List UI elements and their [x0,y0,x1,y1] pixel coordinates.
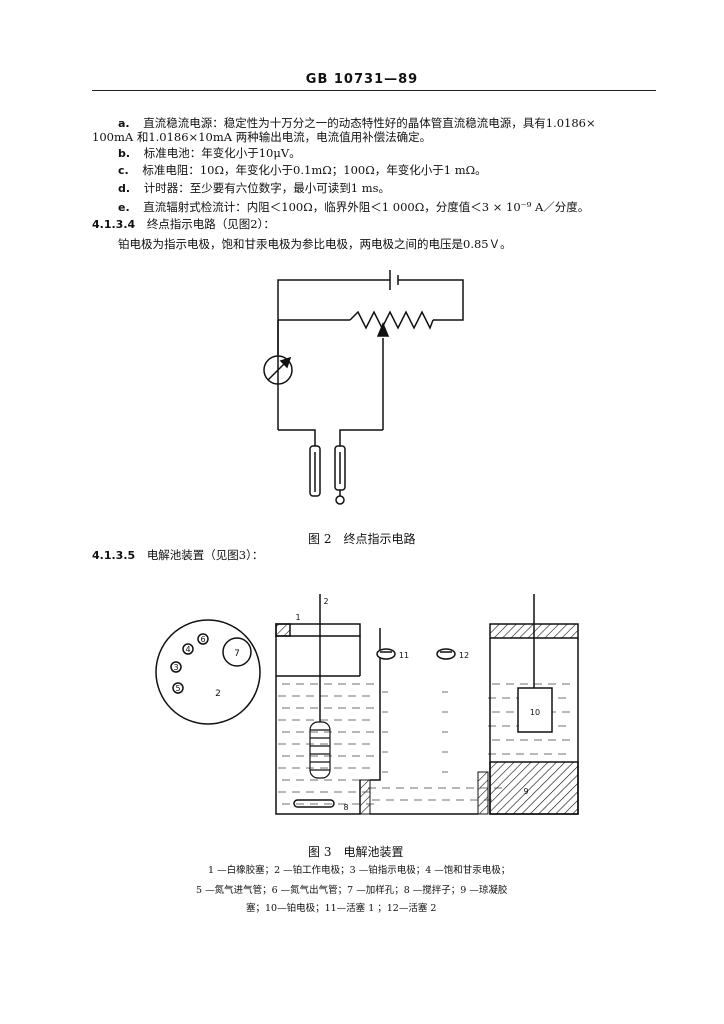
callout-4: 4 [185,645,190,654]
section-4134-heading: 4.1.3.4 终点指示电路（见图2）： [92,217,275,232]
section-number: 4.1.3.4 [92,218,136,231]
item-d: d. 计时器：至少要有六位数字，最小可读到1 ms。 [118,181,390,196]
stopcock-2 [436,648,456,660]
port-4 [182,643,194,655]
stir-bar [293,799,335,808]
figure3-legend-line: 5 —氮气进气管；6 —氮气出气管；7 —加样孔；8 —搅拌子；9 —琼凝胶 [196,885,508,896]
agar-gel-plug [489,761,579,815]
figure3-legend-line: 塞；10—铂电极；11—活塞 1 ；12—活塞 2 [246,903,437,914]
port-7 [222,637,252,667]
figure3-legend-line: 1 —白橡胶塞；2 —铂工作电极；3 —铂指示电极；4 —饱和甘汞电极； [208,865,511,876]
item-text: 计时器：至少要有六位数字，最小可读到1 ms。 [143,181,390,195]
item-label: b. [118,147,131,160]
platinum-electrode [309,445,321,497]
item-e: e. 直流辐射式检流计：内阻＜100Ω，临界外阻＜1 000Ω，分度值＜3 × … [118,200,589,215]
figure3-caption: 图 3 电解池装置 [308,845,404,859]
callout-2-side: 2 [323,597,328,606]
item-text: 直流辐射式检流计：内阻＜100Ω，临界外阻＜1 000Ω，分度值＜3 × 10⁻… [143,200,590,214]
figure3-top-view: 6 4 3 5 7 2 [155,619,261,725]
header-rule [92,90,656,91]
section-4135-heading: 4.1.3.5 电解池装置（见图3）： [92,548,263,563]
item-label: d. [118,182,131,195]
callout-9: 9 [523,787,528,796]
wire-to-calomel-electrode [339,429,383,446]
cell-lid [155,619,261,725]
callout-5: 5 [175,684,180,693]
item-text: 标准电阻：10Ω，年变化小于0.1mΩ；100Ω，年变化小于1 mΩ。 [142,163,487,177]
calomel-bulb [335,495,345,505]
item-label: c. [118,164,129,177]
galvanometer-needle-tip [279,356,292,369]
potentiometer-resistor [349,310,434,330]
section-number: 4.1.3.5 [92,549,136,562]
stopcock-1 [376,648,396,660]
item-text: 标准电池：年变化小于10μV。 [143,146,301,160]
item-text: 直流稳流电源：稳定性为十万分之一的动态特性好的晶体管直流稳流电源，具有1.018… [143,116,596,130]
bridge-body [370,628,381,781]
section-title: 电解池装置（见图3）： [146,548,264,562]
figure2-caption: 图 2 终点指示电路 [308,532,416,546]
item-c: c. 标准电阻：10Ω，年变化小于0.1mΩ；100Ω，年变化小于1 mΩ。 [118,163,487,178]
section-4134-body: 铂电极为指示电极，饱和甘汞电极为参比电极，两电极之间的电压是0.85Ｖ。 [118,237,512,251]
item-a-cont: 100mA 和1.0186×10mA 两种输出电流，电流值用补偿法确定。 [92,130,431,144]
item-a: a. 直流稳流电源：稳定性为十万分之一的动态特性好的晶体管直流稳流电源，具有1.… [118,116,596,131]
wire-to-platinum-electrode [278,429,316,446]
frit-left [359,779,371,815]
port-3 [170,661,182,673]
port-6 [197,633,209,645]
item-text: 100mA 和1.0186×10mA 两种输出电流，电流值用补偿法确定。 [92,130,432,144]
port-5 [172,682,184,694]
figure2-circuit [263,270,464,505]
callout-6: 6 [200,635,205,644]
callout-7: 7 [234,649,240,659]
callout-1: 1 [295,613,300,622]
figure3-side-view: 1 2 8 11 12 10 9 [275,594,579,815]
callout-8: 8 [343,803,348,812]
battery-wire-left [277,279,390,384]
item-b: b. 标准电池：年变化小于10μV。 [118,146,301,161]
callout-2: 2 [215,689,221,699]
battery-wire-right [398,279,464,321]
section-title: 终点指示电路（见图2）： [146,217,275,231]
platinum-coil [309,721,331,779]
callout-11: 11 [399,651,409,660]
callout-10: 10 [530,708,540,717]
item-label: e. [118,201,130,214]
standard-header: GB 10731—89 [305,72,419,87]
platinum-counter-electrode [517,687,553,733]
item-label: a. [118,117,130,130]
callout-12: 12 [459,651,469,660]
main-cell-wall [275,636,361,815]
electrolyte-tubes [382,691,448,773]
callout-3: 3 [173,663,178,672]
wiper-arrow [376,322,390,337]
frit-right [477,771,489,815]
